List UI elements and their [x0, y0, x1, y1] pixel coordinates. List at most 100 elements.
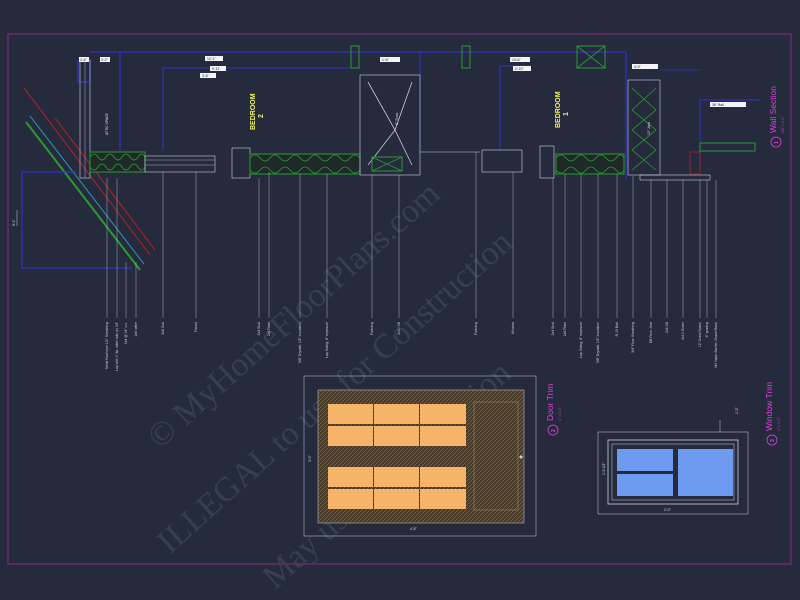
- door-trim-title-text: Door Trim: [545, 384, 555, 421]
- deck-board: [699, 142, 756, 152]
- dim-tag: 10'-6": [512, 58, 521, 62]
- callout-label: 5/8" Drywall, 1/2" insulation: [298, 322, 302, 363]
- callout-label: Mil Vapor Barrier, Gravel Base: [714, 322, 718, 368]
- window-frame: [481, 149, 523, 173]
- door-side-panel: [473, 401, 519, 511]
- floor-insulation: [555, 153, 625, 175]
- truss-label: 8" Truss: [395, 112, 399, 125]
- door-trim-frame: [303, 375, 537, 537]
- bedroom-2-title: BEDROOM: [250, 93, 257, 130]
- floor-insulation: [249, 153, 361, 175]
- door-panel: [374, 489, 419, 509]
- insulation-batt: [555, 154, 625, 174]
- top-blocking: [461, 45, 471, 69]
- callout-label: Lap with 1" fla. rafter tails (e) 24": [115, 321, 119, 371]
- callout-label: DB Floor Joist: [649, 322, 653, 343]
- door-trim-title: 2 Door Trim 1" = 1'-0": [545, 384, 562, 436]
- window-glass: [678, 449, 733, 496]
- callout-label: 3/4" Floor Sheathing: [631, 322, 635, 353]
- wall-section-title: 1 Wall Section 1/2" = 1'-0": [768, 86, 785, 148]
- window-glass: [617, 449, 673, 471]
- wall-section-title-text: Wall Section: [768, 86, 778, 133]
- dim-tag-box: [210, 66, 226, 71]
- sheet-border: [7, 33, 792, 565]
- dim-tag: 3'-2": [101, 58, 109, 62]
- insulation-batt: [249, 154, 361, 174]
- dim-tag: 2'-10": [515, 67, 524, 71]
- roof-sheathing-line: [29, 115, 145, 265]
- door-panel: [374, 404, 419, 424]
- callout-label: Fascia: [194, 322, 198, 332]
- wall-height-label: 9'-1": [12, 218, 16, 226]
- callout-label: 2x4 @ 24" o.c.: [124, 322, 128, 344]
- window-height-dim: 1'-5 1/2": [602, 462, 606, 475]
- callout-label: Lap Siding, 8" exposure: [579, 322, 583, 358]
- callout-label: 2x6 Sub: [161, 322, 165, 335]
- window-trim-title: 3 Window Trim 1" = 1'-0": [764, 382, 781, 446]
- window-trim-detail: 1'-2" 1'-5 1/2" 2'-0" 3 Window Trim 1" =…: [597, 382, 781, 515]
- callout-label: 2x10 Girder: [681, 321, 685, 340]
- dim-tag-box: [632, 64, 658, 69]
- window-trim-title-text: Window Trim: [764, 382, 774, 431]
- callout-label: 2x4 Stud: [257, 322, 261, 335]
- window-trim-number: 3: [770, 439, 776, 442]
- dim-tag: 12'-1": [207, 57, 216, 61]
- callout-label: 2x10 Sill: [397, 322, 401, 335]
- door-panel: [420, 489, 466, 509]
- door-trim-number: 2: [551, 429, 557, 432]
- truss-blocking: [371, 156, 403, 172]
- wall-section: BEDROOM 2 BEDROOM 1 ATTIC SPACE 8" Truss…: [12, 45, 785, 371]
- attic-label: ATTIC SPACE: [105, 113, 109, 135]
- dim-tag: 9'-11": [212, 67, 221, 71]
- callout-leaders: [106, 152, 717, 318]
- wall-section-scale: 1/2" = 1'-0": [781, 116, 785, 133]
- bedroom-1-label: BEDROOM 1: [555, 91, 570, 128]
- dim-tag: 3'-8": [202, 74, 210, 78]
- top-blocking-cross: [576, 45, 606, 69]
- callout-label: 6" grading: [705, 322, 709, 337]
- dim-tag-box: [513, 66, 531, 71]
- roof-edge-line: [54, 117, 156, 251]
- dim-tag-box: [79, 57, 89, 62]
- bedroom-2-label: BEDROOM 2: [250, 93, 265, 130]
- callout-label: 2x4 Stud: [551, 322, 555, 335]
- window-trim-dim: 1'-2": [735, 406, 739, 414]
- dim-tag: 36" Rail: [712, 103, 724, 107]
- door-panel: [328, 426, 373, 446]
- truss-blocking-cross: [371, 156, 403, 172]
- window-glass: [617, 474, 673, 496]
- callout-label: 2x6 rafter: [134, 321, 138, 336]
- floor-band: [89, 74, 756, 181]
- callout-label: Metal Roof over 1/2" Sheathing: [105, 322, 109, 369]
- door-panel: [328, 489, 373, 509]
- callout-label: 5/8" Drywall, 1/2" insulation: [596, 322, 600, 363]
- bedroom-2-number: 2: [258, 114, 265, 118]
- door-trim-scale: 1" = 1'-0": [558, 406, 562, 421]
- door-panel: [328, 467, 373, 487]
- door-panel: [374, 426, 419, 446]
- truss-web: [631, 87, 657, 171]
- door-panel: [328, 404, 373, 424]
- dim-tag-box: [510, 57, 530, 62]
- top-blocking: [576, 45, 606, 69]
- watermark: © MyHomeFloorPlans.com ILLEGAL to use fo…: [141, 175, 520, 596]
- dim-tag: 1'-6": [382, 58, 390, 62]
- wall-section-number: 1: [774, 141, 780, 144]
- window-trim-scale: 1" = 1'-0": [777, 416, 781, 431]
- title-bubble: [766, 434, 778, 446]
- door-height-dim: 3'-0": [308, 454, 312, 462]
- door-panels: [328, 404, 466, 509]
- door-panel: [420, 426, 466, 446]
- title-bubble: [770, 136, 782, 148]
- bedroom-1-title: BEDROOM: [555, 91, 562, 128]
- roof-edge-line: [23, 87, 151, 256]
- dim-tag-box: [100, 57, 110, 62]
- door-panel: [420, 467, 466, 487]
- eave-outline: [21, 172, 132, 269]
- top-blocking: [350, 45, 360, 69]
- truss-section: [627, 79, 661, 176]
- dim-tag-box: [380, 57, 400, 62]
- window-sash: [611, 443, 735, 501]
- beam-section: [231, 147, 251, 179]
- door-width-dim: 4'-8": [410, 527, 418, 531]
